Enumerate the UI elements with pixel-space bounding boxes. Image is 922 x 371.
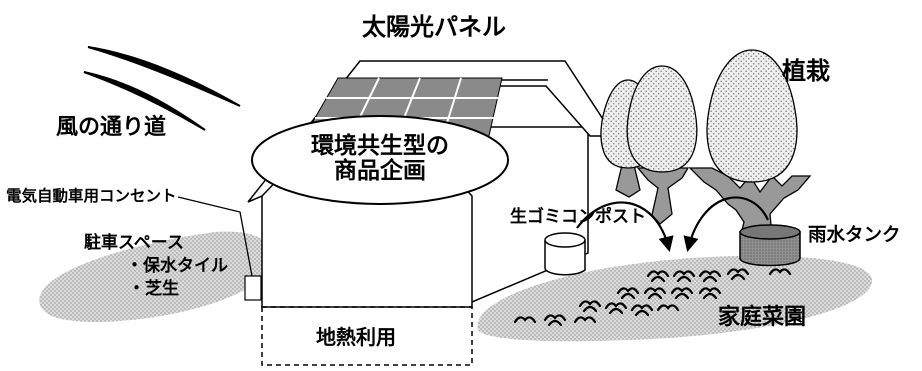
center-title-line-1: 環境共生型の (311, 133, 449, 159)
rain-tank-label: 雨水タンク (808, 225, 901, 246)
home-garden-label: 家庭菜園 (718, 305, 807, 330)
compost-arrow (576, 201, 674, 252)
tree-middle (626, 65, 698, 225)
wind-streak-2 (83, 71, 206, 131)
tree-right (688, 49, 812, 245)
center-title: 環境共生型の 商品企画 (275, 133, 485, 185)
geothermal-label: 地熱利用 (316, 325, 396, 349)
compost-bin (544, 232, 586, 276)
ev-outlet-box (244, 275, 262, 301)
wind-path-label: 風の通り道 (56, 115, 167, 140)
center-title-line-2: 商品企画 (334, 158, 426, 185)
compost-label: 生ゴミコンポスト (510, 207, 646, 227)
center-ellipse (251, 115, 509, 205)
parking-space-label: 駐車スペース (84, 233, 184, 253)
rain-tank-arrow (683, 196, 769, 252)
wind-streak-1 (87, 46, 241, 107)
water-retaining-tile-label: ・保水タイル (126, 256, 228, 276)
garden-sprouts (513, 268, 792, 327)
lawn-label: ・芝生 (128, 279, 179, 299)
planting-label: 植栽 (782, 57, 830, 85)
ev-outlet-label: 電気自動車用コンセント (6, 187, 177, 205)
ev-leader-line (177, 196, 253, 277)
rain-tank (739, 224, 801, 267)
foundation-dashed (261, 306, 473, 366)
solar-panel-label: 太陽光パネル (362, 13, 506, 41)
parking-ground (39, 231, 274, 322)
